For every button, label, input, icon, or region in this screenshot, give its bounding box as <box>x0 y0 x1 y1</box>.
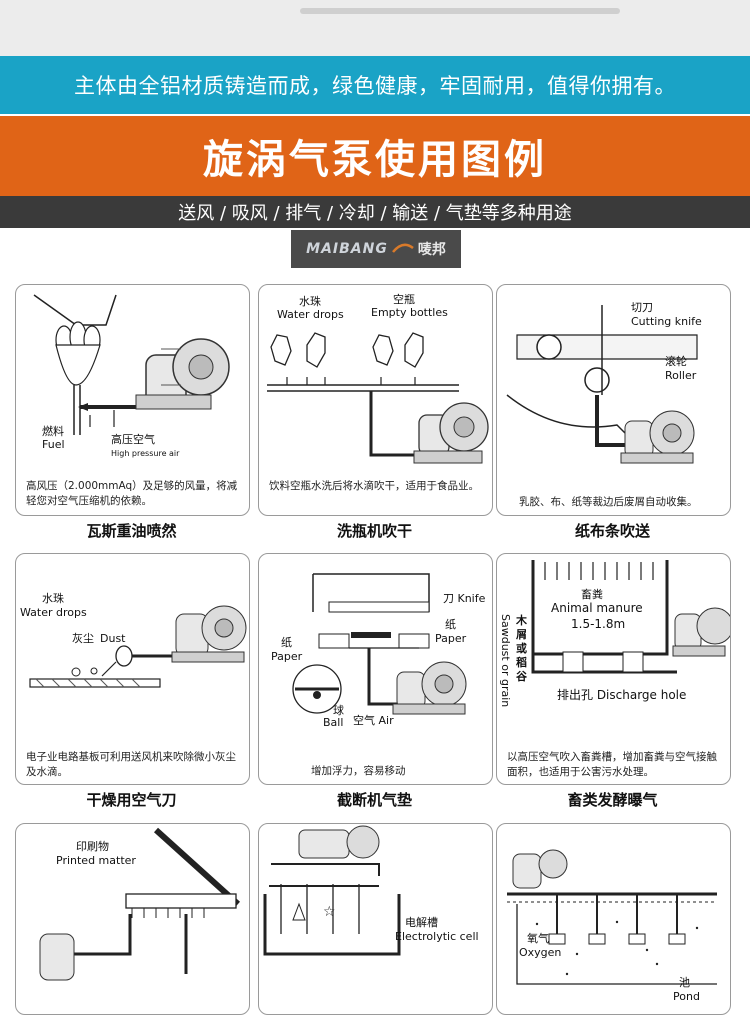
tagline-banner: 主体由全铝材质铸造而成，绿色健康，牢固耐用，值得你拥有。 <box>0 56 750 114</box>
panel-printed-matter: 印刷物 Printed matter <box>15 823 250 1015</box>
strip-cutter-illustration <box>506 305 698 464</box>
manure-aeration-illustration <box>531 560 730 674</box>
panel-caption: 畜类发酵曝气 <box>567 791 658 809</box>
panel-pond-oxygenation: 氧气 Oxygen 池 Pond <box>496 823 731 1015</box>
high-pressure-label-en: High pressure air <box>111 449 180 458</box>
ball-label-en: Ball <box>323 716 344 729</box>
discharge-hole-label: 排出孔 Discharge hole <box>557 688 687 702</box>
logo-text-en: MAIBANG <box>306 241 388 257</box>
panel-caption: 截断机气垫 <box>336 791 412 809</box>
panel-description: 增加浮力，容易移动 <box>311 765 406 777</box>
top-image-strip <box>0 0 750 56</box>
empty-bottles-label-en: Empty bottles <box>371 306 448 319</box>
paper-left-label-cn: 纸 <box>281 636 292 649</box>
panel-caption: 干燥用空气刀 <box>86 791 177 809</box>
fuel-label-cn: 燃料 <box>42 425 64 438</box>
bottle-dryer-illustration <box>267 332 489 464</box>
printed-matter-illustration <box>39 827 241 981</box>
electrolytic-cell-label-en: Electrolytic cell <box>395 930 479 943</box>
panel-description: 高风压（2.000mmAq）及足够的风量，将减轻您对空气压缩机的依赖。 <box>26 480 238 507</box>
dust-label-en: Dust <box>100 632 126 645</box>
uses-text: 送风 / 吸风 / 排气 / 冷却 / 输送 / 气垫等多种用途 <box>178 203 572 224</box>
printed-matter-label-cn: 印刷物 <box>76 840 109 853</box>
panel-description: 饮料空瓶水洗后将水滴吹干，适用于食品业。 <box>269 480 479 492</box>
sawdust-label-cn: 木屑或稻谷 <box>516 614 527 683</box>
logo-text-cn: 唛邦 <box>417 242 446 258</box>
panel-gas-oil-combustion: 燃料 Fuel 高压空气 High pressure air 高风压（2.000… <box>15 284 250 516</box>
cutting-knife-label-en: Cutting knife <box>631 315 702 328</box>
brand-logo: MAIBANG 唛邦 <box>291 230 461 268</box>
panel-cutter-air-cushion: 刀 Knife 纸 Paper 纸 Paper 球 Ball 空气 Air 增加… <box>258 553 493 785</box>
panel-drying-air-knife: 水珠 Water drops 灰尘 Dust 电子业电路基板可利用送风机来吹除微… <box>15 553 250 785</box>
uses-banner: 送风 / 吸风 / 排气 / 冷却 / 输送 / 气垫等多种用途 <box>0 196 750 228</box>
pond-label-en: Pond <box>673 990 700 1003</box>
paper-right-label-en: Paper <box>435 632 467 645</box>
panel-manure-aeration: 畜粪 Animal manure 1.5-1.8m 木屑或稻谷 Sawdust … <box>496 553 731 785</box>
depth-label: 1.5-1.8m <box>571 617 626 631</box>
paper-left-label-en: Paper <box>271 650 303 663</box>
pond-label-cn: 池 <box>679 976 690 989</box>
panel-description: 以高压空气吹入畜粪槽，增加畜粪与空气接触面积，也适用于公害污水处理。 <box>507 751 717 778</box>
fuel-label-en: Fuel <box>42 438 65 451</box>
panel-caption: 洗瓶机吹干 <box>336 522 412 540</box>
water-drops-label-en: Water drops <box>277 308 344 321</box>
panel-paper-strip-conveying: 切刀 Cutting knife 滚轮 Roller 乳胶、布、纸等裁边后废屑自… <box>496 284 731 516</box>
air-knife-illustration <box>29 605 247 688</box>
electrolytic-cell-label-cn: 电解槽 <box>405 916 438 929</box>
knife-label: 刀 Knife <box>443 592 486 605</box>
dust-label-cn: 灰尘 <box>72 632 94 645</box>
tagline-text: 主体由全铝材质铸造而成，绿色健康，牢固耐用，值得你拥有。 <box>74 74 676 98</box>
roller-label-cn: 滚轮 <box>665 355 687 368</box>
water-drops-label-en: Water drops <box>20 606 87 619</box>
empty-bottles-label-cn: 空瓶 <box>393 293 415 306</box>
panel-electrolytic-cell: ☆ 电解槽 Electrolytic cell <box>258 823 493 1015</box>
sawdust-label-en: Sawdust or grain <box>499 614 512 708</box>
pond-oxygenation-illustration <box>507 849 717 985</box>
svg-text:☆: ☆ <box>323 904 336 920</box>
panel-description: 乳胶、布、纸等裁边后废屑自动收集。 <box>519 496 698 508</box>
air-cushion-illustration <box>292 573 467 715</box>
blower-burner-illustration <box>33 294 230 435</box>
manure-label-en: Animal manure <box>551 601 643 615</box>
electrolytic-cell-illustration: ☆ <box>263 825 401 956</box>
cutting-knife-label-cn: 切刀 <box>631 301 653 314</box>
manure-label-cn: 畜粪 <box>581 588 603 601</box>
oxygen-label-en: Oxygen <box>519 946 562 959</box>
air-label: 空气 Air <box>353 714 394 727</box>
page-title: 旋涡气泵使用图例 <box>203 137 547 183</box>
printed-matter-label-en: Printed matter <box>56 854 136 867</box>
ball-label-cn: 球 <box>333 704 344 717</box>
paper-right-label-cn: 纸 <box>445 618 456 631</box>
logo-swoosh-icon <box>391 243 414 253</box>
title-banner: 旋涡气泵使用图例 <box>0 116 750 196</box>
water-drops-label-cn: 水珠 <box>42 592 64 605</box>
panel-bottle-washer-drying: 水珠 Water drops 空瓶 Empty bottles 饮料空瓶水洗后将… <box>258 284 493 516</box>
high-pressure-label-cn: 高压空气 <box>111 433 155 446</box>
water-drops-label-cn: 水珠 <box>299 295 321 308</box>
oxygen-label-cn: 氧气 <box>527 932 549 945</box>
roller-label-en: Roller <box>665 369 697 382</box>
panel-caption: 纸布条吹送 <box>574 522 650 540</box>
product-edge <box>300 8 620 14</box>
panel-description: 电子业电路基板可利用送风机来吹除微小灰尘及水滴。 <box>26 751 236 778</box>
panel-caption: 瓦斯重油喷然 <box>86 522 177 540</box>
